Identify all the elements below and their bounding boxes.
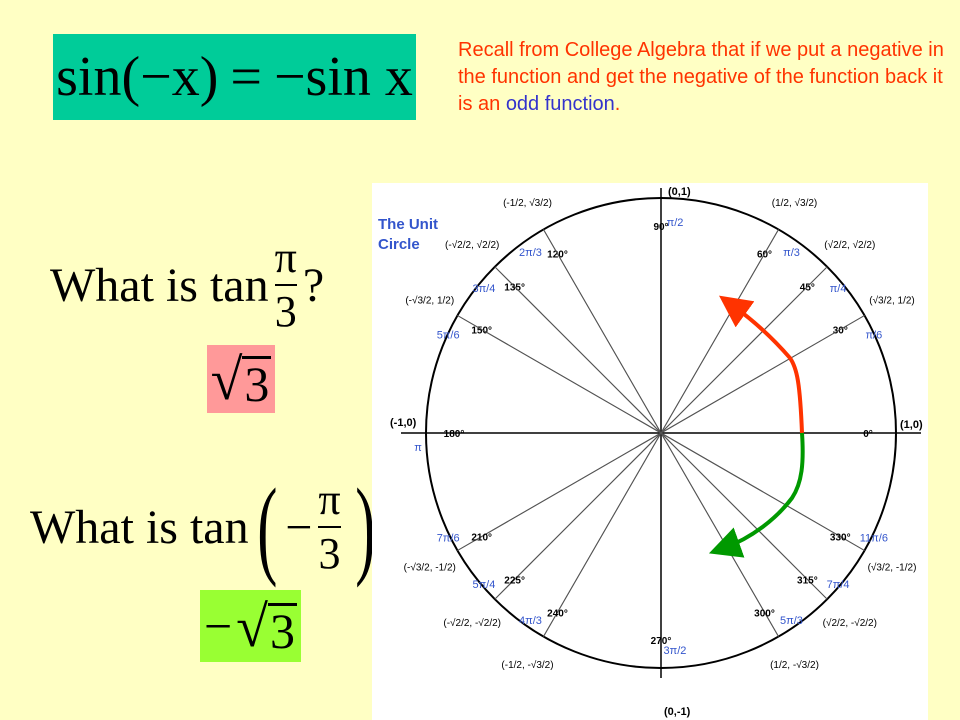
coord-label-210: (-√3/2, -1/2) (404, 562, 456, 574)
question-2-den: 3 (318, 529, 341, 578)
coord-label-315: (√2/2, -√2/2) (823, 617, 877, 629)
degree-label-315: 315° (797, 575, 818, 586)
sin-identity-box: sin(−x) = −sin x (53, 34, 416, 120)
degree-label-270: 270° (651, 636, 672, 647)
answer-2-sqrt: √3 (236, 593, 298, 659)
coord-label-120: (-1/2, √3/2) (503, 197, 552, 209)
question-1: What is tan π 3 ? (50, 236, 324, 334)
radian-label-30: π/6 (865, 330, 882, 342)
degree-label-240: 240° (547, 608, 568, 619)
radian-label-120: 2π/3 (519, 247, 542, 259)
radian-label-240: 4π/3 (519, 615, 542, 627)
coord-label-330: (√3/2, -1/2) (868, 562, 917, 574)
radian-label-210: 7π/6 (437, 533, 460, 545)
answer-1-root: 3 (242, 355, 272, 412)
degree-label-210: 210° (471, 533, 492, 544)
axis-point-left: (-1,0) (390, 417, 417, 429)
unit-circle-title-2: Circle (378, 236, 420, 253)
degree-label-120: 120° (547, 250, 568, 261)
answer-1-box: √3 (207, 345, 275, 413)
degree-label-330: 330° (830, 533, 851, 544)
answer-2-box: − √3 (200, 590, 301, 662)
question-2-prefix: What is tan (30, 500, 249, 554)
degree-label-30: 30° (833, 326, 848, 337)
degree-label-225: 225° (504, 575, 525, 586)
radian-label-315: 7π/4 (827, 579, 850, 591)
arrow-negative-pi-over-3 (708, 432, 805, 558)
question-2-fraction: π 3 (318, 475, 341, 578)
radian-label-330: 11π/6 (860, 533, 888, 545)
question-1-fraction: π 3 (274, 233, 297, 336)
degree-label-135: 135° (504, 283, 525, 294)
radian-label-45: π/4 (830, 283, 847, 295)
question-1-prefix: What is tan (50, 258, 269, 312)
radian-label-225: 5π/4 (472, 579, 495, 591)
radius-line-330 (457, 315, 865, 551)
radian-label-300: 5π/3 (780, 615, 803, 627)
recall-highlight: odd function (505, 93, 615, 115)
degree-label-0: 0° (863, 429, 873, 440)
coord-label-150: (-√3/2, 1/2) (405, 295, 454, 307)
question-2-num: π (318, 475, 341, 524)
coord-label-225: (-√2/2, -√2/2) (443, 617, 501, 629)
radian-label-135: 3π/4 (472, 283, 495, 295)
coord-label-60: (1/2, √3/2) (772, 197, 818, 209)
question-1-den: 3 (274, 287, 297, 336)
radian-label-180: π (414, 442, 422, 454)
question-2: What is tan ( − π 3 ) ? (30, 472, 405, 582)
degree-label-60: 60° (757, 250, 772, 261)
radian-label-90: π/2 (667, 217, 684, 229)
degree-label-45: 45° (800, 283, 815, 294)
degree-label-150: 150° (471, 326, 492, 337)
radian-label-270: 3π/2 (664, 645, 687, 657)
degree-label-300: 300° (754, 608, 775, 619)
answer-2-root: 3 (268, 602, 298, 659)
unit-circle-diagram: The Unit Circle (0,1) (0,-1) (-1,0) (1,0… (378, 186, 923, 718)
degree-label-180: 180° (444, 429, 465, 440)
recall-text: Recall from College Algebra that if we p… (458, 37, 948, 118)
radian-label-150: 5π/6 (437, 330, 460, 342)
answer-1-sqrt: √3 (210, 346, 272, 412)
question-1-num: π (274, 233, 297, 282)
radian-label-60: π/3 (783, 247, 800, 259)
axis-point-right: (1,0) (900, 419, 923, 431)
degree-label-90: 90° (653, 222, 668, 233)
coord-label-45: (√2/2, √2/2) (824, 239, 875, 251)
question-2-sign: − (285, 500, 313, 554)
coord-label-240: (-1/2, -√3/2) (501, 659, 553, 671)
unit-circle-panel: The Unit Circle (0,1) (0,-1) (-1,0) (1,0… (372, 183, 928, 720)
recall-period: . (614, 93, 621, 115)
sin-identity-lhs: sin(−x) (56, 46, 219, 108)
coord-label-135: (-√2/2, √2/2) (445, 239, 499, 251)
answer-2-sign: − (203, 598, 233, 654)
arrow-positive-pi-over-3 (719, 295, 804, 434)
coord-label-30: (√3/2, 1/2) (869, 295, 915, 307)
sin-identity-rhs: −sin x (273, 46, 413, 108)
recall-body: Recall from College Algebra that if we p… (458, 39, 944, 115)
axis-point-bottom: (0,-1) (664, 706, 691, 718)
coord-label-300: (1/2, -√3/2) (770, 659, 819, 671)
sin-identity-eq: = (230, 46, 262, 108)
question-1-suffix: ? (302, 258, 325, 312)
unit-circle-title-1: The Unit (378, 216, 438, 233)
axis-point-top: (0,1) (668, 186, 691, 198)
